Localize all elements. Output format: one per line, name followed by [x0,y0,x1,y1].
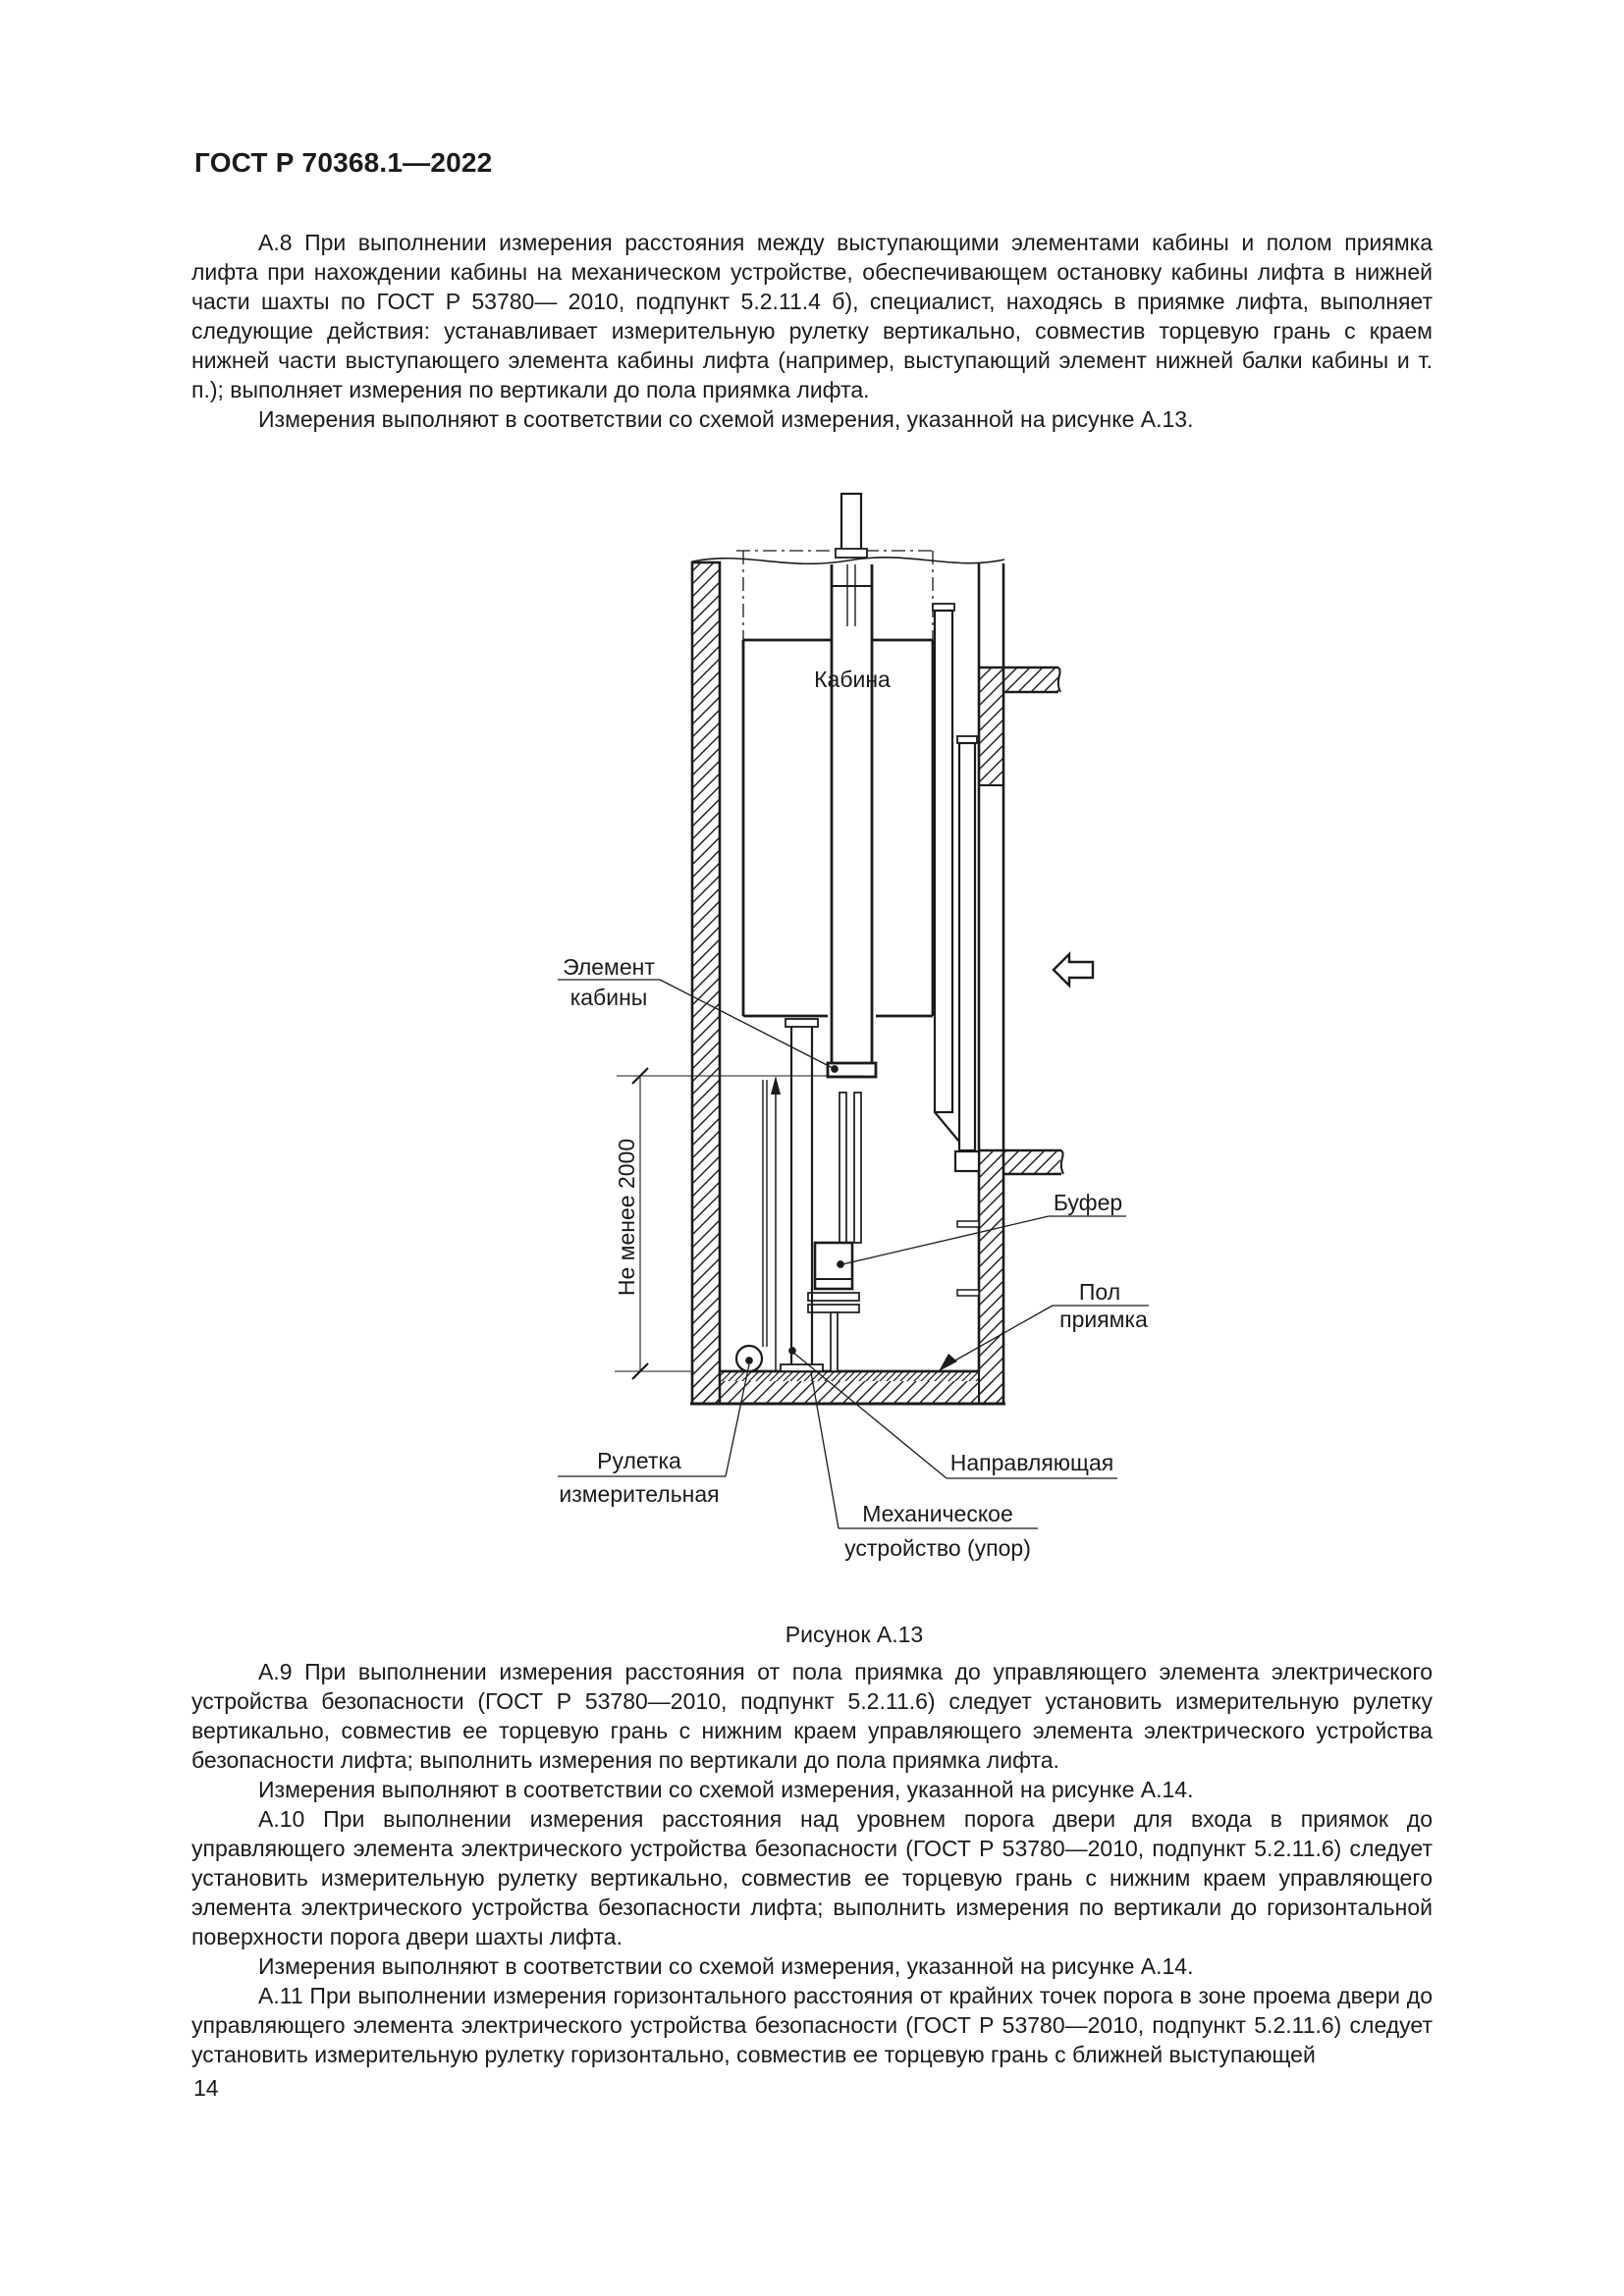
paragraph-a9: А.9 При выполнении измерения расстояния … [191,1659,1433,1773]
text-block-bottom: А.9 При выполнении измерения расстояния … [191,1657,1433,2069]
label-cabin: Кабина [814,667,891,692]
label-guide-rail: Направляющая [950,1450,1113,1475]
buffer-assembly [807,1092,862,1372]
cab [736,550,936,1018]
shaft-door [932,603,981,1297]
cab-ram-column [826,492,878,1079]
text-block-top: А.8 При выполнении измерения расстояния … [191,228,1433,434]
dimension-2000 [615,1067,864,1380]
label-cabin-element-1: Элемент [563,954,655,980]
entry-direction-icon [1052,951,1095,988]
label-pit-floor-1: Пол [1079,1279,1120,1305]
label-buffer: Буфер [1054,1190,1122,1215]
label-cabin-element-2: кабины [570,985,648,1010]
pit-floor [690,1369,1005,1406]
paragraph-a10: А.10 При выполнении измерения расстояния… [191,1806,1433,1949]
shaft-right-wall [977,563,1005,1405]
paragraph-a11: А.11 При выполнении измерения горизонтал… [191,1983,1433,2067]
lower-landing-slab [979,1148,1064,1176]
label-device-2: устройство (упор) [844,1535,1031,1561]
leader-lines [558,979,1149,1529]
figure-caption: Рисунок А.13 [785,1622,924,1647]
document-title: ГОСТ Р 70368.1—2022 [194,147,493,178]
guide-rail [780,1018,824,1372]
page-number: 14 [193,2075,219,2101]
paragraph-a8: А.8 При выполнении измерения расстояния … [191,230,1433,402]
break-line [691,557,1005,565]
shaft-left-wall [690,561,722,1406]
label-tape-1: Рулетка [597,1448,681,1473]
paragraph-a8-note: Измерения выполняют в соответствии со сх… [258,406,1194,432]
label-device-1: Механическое [862,1501,1012,1526]
dimension-label: Не менее 2000 [614,1139,639,1296]
paragraph-a9-note: Измерения выполняют в соответствии со сх… [258,1777,1194,1802]
label-tape-2: измерительная [559,1481,719,1507]
figure-a13-diagram: Не менее 2000 [558,492,1149,1561]
paragraph-a10-note: Измерения выполняют в соответствии со сх… [258,1953,1194,1979]
measuring-tape [734,1076,781,1373]
upper-landing-slab [979,666,1061,694]
label-pit-floor-2: приямка [1059,1307,1148,1332]
